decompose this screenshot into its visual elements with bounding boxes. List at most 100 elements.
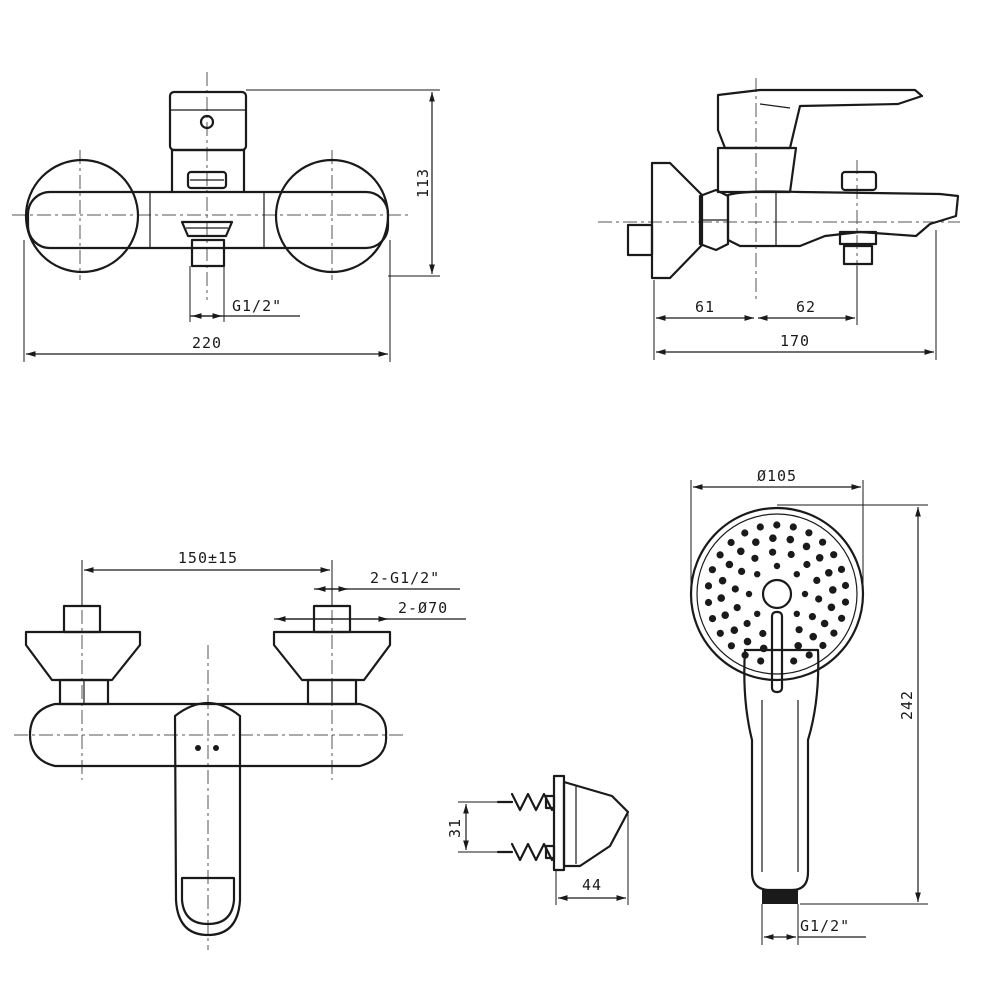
nozzle <box>803 560 811 569</box>
front-thread-label: G1/2" <box>232 297 282 315</box>
nozzle <box>769 548 777 556</box>
top-body <box>28 702 388 768</box>
nozzle <box>841 598 850 606</box>
screw-bottom <box>496 842 556 862</box>
depth-170-label: 170 <box>780 332 810 350</box>
top-view-dimensions: 150±15 2-G1/2" 2-Ø70 <box>81 549 466 622</box>
nozzle <box>815 595 823 603</box>
nozzle <box>802 542 811 551</box>
nozzle <box>731 585 739 593</box>
side-view <box>598 78 960 300</box>
nozzle <box>809 632 817 641</box>
holder-31-label: 31 <box>446 818 464 838</box>
nozzle-pattern <box>704 521 850 665</box>
nozzle <box>793 610 800 617</box>
shower-thread-label: G1/2" <box>800 917 850 935</box>
nozzle <box>754 571 761 578</box>
side-view-dimensions: 61 62 170 <box>653 230 937 360</box>
top-lever <box>173 702 242 937</box>
nozzle <box>752 538 760 546</box>
nozzle <box>789 523 797 531</box>
nozzle <box>704 582 713 590</box>
nozzle <box>733 604 741 612</box>
nozzle <box>708 566 717 574</box>
nozzle <box>827 603 836 612</box>
front-view-dimensions: 113 G1/2" 220 <box>23 89 440 362</box>
nozzle <box>741 651 749 659</box>
width-220-label: 220 <box>192 334 222 352</box>
nozzle <box>756 523 764 531</box>
left-flange <box>24 158 140 274</box>
nozzle <box>721 611 729 619</box>
nozzle <box>730 626 739 634</box>
nozzle <box>727 642 736 650</box>
holder-bracket <box>562 780 630 868</box>
screw-top <box>496 792 556 812</box>
wall-holder <box>496 774 630 872</box>
nozzle <box>717 594 725 602</box>
hand-shower <box>689 506 865 904</box>
nozzle <box>808 613 817 621</box>
nozzle <box>829 586 837 594</box>
nozzle <box>793 571 800 578</box>
nozzle <box>838 614 846 622</box>
nozzle <box>815 554 824 562</box>
nozzle <box>794 642 802 650</box>
side-lever <box>716 88 924 150</box>
nozzle <box>708 615 717 623</box>
nozzle <box>813 576 821 585</box>
nozzle <box>743 637 752 646</box>
nozzle <box>704 598 713 607</box>
nozzle <box>819 538 827 546</box>
left-cone <box>24 630 142 682</box>
nozzle <box>830 629 838 637</box>
wall-flange <box>650 161 704 280</box>
depth-62-label: 62 <box>796 298 816 316</box>
nozzle <box>805 529 813 537</box>
nozzle <box>786 535 795 544</box>
nozzle <box>751 554 759 562</box>
nozzle <box>790 657 798 665</box>
nozzle <box>757 657 765 665</box>
nozzle <box>718 576 727 585</box>
nozzle <box>837 565 846 574</box>
length-label: 242 <box>898 690 916 720</box>
lever-handle <box>168 90 248 152</box>
nozzle <box>738 567 746 576</box>
holder-44-label: 44 <box>582 876 602 894</box>
nozzle <box>727 538 735 547</box>
nozzle <box>830 551 838 559</box>
depth-61-label: 61 <box>695 298 715 316</box>
nozzle <box>841 581 850 590</box>
nozzle <box>716 629 724 637</box>
nozzle <box>820 619 829 628</box>
nozzle <box>745 590 753 598</box>
nozzle <box>741 529 749 537</box>
two-flange-label: 2-Ø70 <box>398 599 448 617</box>
nozzle <box>795 626 803 634</box>
spout <box>726 190 960 248</box>
nozzle <box>725 560 734 569</box>
nozzle <box>769 534 777 542</box>
front-view <box>12 72 408 300</box>
holder-dimensions: 31 44 <box>446 801 629 905</box>
nozzle <box>801 590 809 598</box>
shower-head <box>689 506 865 682</box>
right-cone <box>272 630 392 682</box>
nozzle <box>737 547 745 556</box>
nozzle <box>805 651 813 659</box>
hand-shower-dimensions: Ø105 242 G1/2" <box>690 467 928 945</box>
spacing-label: 150±15 <box>178 549 238 567</box>
nozzle <box>773 562 781 570</box>
nozzle <box>759 629 767 638</box>
nozzle <box>716 551 724 559</box>
nozzle <box>787 550 795 559</box>
nozzle <box>759 644 768 653</box>
nozzle <box>773 521 781 529</box>
nozzle <box>825 569 833 577</box>
nozzle <box>754 610 761 617</box>
height-113-label: 113 <box>414 168 432 198</box>
diameter-label: Ø105 <box>757 467 797 485</box>
nozzle <box>819 641 827 650</box>
